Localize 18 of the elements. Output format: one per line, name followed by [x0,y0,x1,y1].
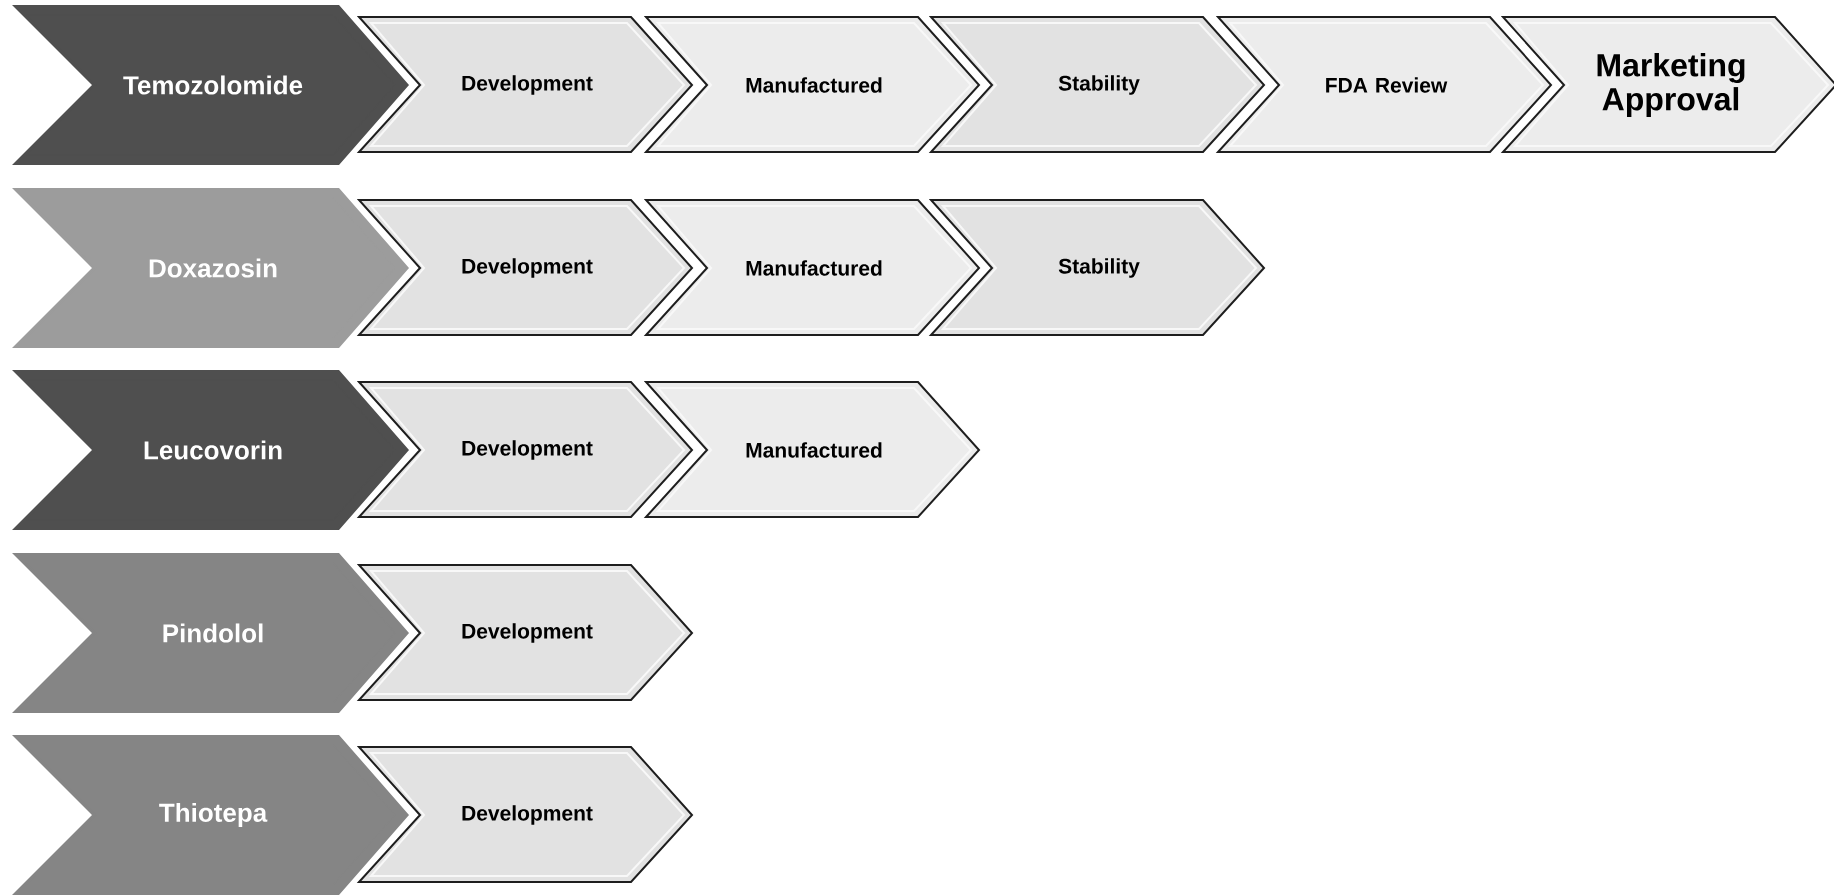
process-step: Stability [928,16,1266,153]
process-step: Development [356,564,694,701]
process-step: Development [356,746,694,883]
process-step: Temozolomide [12,5,409,165]
process-step: Development [356,381,694,518]
process-step: Manufactured [643,381,981,518]
process-step: Development [356,199,694,336]
process-step: Manufactured [643,199,981,336]
process-step: Doxazosin [12,188,409,348]
node-label: Marketing Approval [1597,53,1745,117]
process-step: Stability [928,199,1266,336]
process-step: FDA Review [1215,16,1553,153]
process-step: Manufactured [643,16,981,153]
process-step: Marketing Approval [1500,16,1834,153]
process-step: Pindolol [12,553,409,713]
process-step: Leucovorin [12,370,409,530]
process-step: Thiotepa [12,735,409,895]
process-step: Development [356,16,694,153]
